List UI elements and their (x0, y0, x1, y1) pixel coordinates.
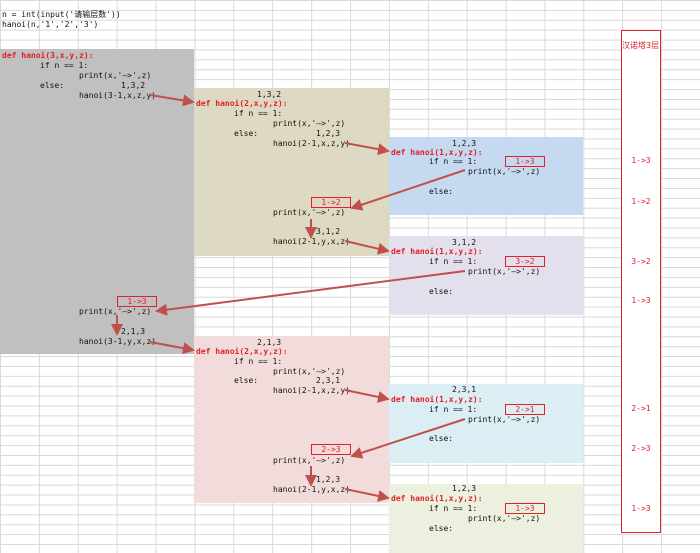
leaf4-def: def hanoi(1,x,y,z): (391, 494, 483, 503)
level3-print: print(x,'—>',z) (79, 71, 152, 80)
tan-else: else: (234, 129, 259, 138)
leaf3-if: if n == 1: (429, 405, 478, 414)
pink-else: else: (234, 376, 259, 385)
leaf4-else: else: (429, 524, 454, 533)
level3-print-mid: print(x,'—>',z) (79, 307, 152, 316)
tan-print: print(x,'—>',z) (273, 119, 346, 128)
code-line-input: n = int(input('请输层数')) (2, 10, 121, 19)
pink-call2: hanoi(2-1,y,x,z) (273, 485, 351, 494)
tan-call2: hanoi(2-1,y,x,z) (273, 237, 351, 246)
leaf2-move-badge: 3->2 (505, 256, 545, 267)
leaf4-if: if n == 1: (429, 504, 478, 513)
level3-call2: hanoi(3-1,y,x,z) (79, 337, 157, 346)
leaf2-args-in: 3,1,2 (452, 238, 477, 247)
leaf3-def: def hanoi(1,x,y,z): (391, 395, 483, 404)
tan-args1: 1,2,3 (316, 129, 341, 138)
pink-def: def hanoi(2,x,y,z): (196, 347, 288, 356)
pink-block (194, 336, 389, 503)
leaf4-print: print(x,'—>',z) (468, 514, 541, 523)
leaf1-print: print(x,'—>',z) (468, 167, 541, 176)
leaf1-move-badge: 1->3 (505, 156, 545, 167)
pink-move-badge: 2->3 (311, 444, 351, 455)
tan-call1: hanoi(2-1,x,z,y) (273, 139, 351, 148)
leaf4-move-badge: 1->3 (505, 503, 545, 514)
leaf1-if: if n == 1: (429, 157, 478, 166)
summary-move-3: 3->2 (631, 257, 651, 266)
pink-call1: hanoi(2-1,x,z,y) (273, 386, 351, 395)
leaf2-def: def hanoi(1,x,y,z): (391, 247, 483, 256)
pink-if: if n == 1: (234, 357, 283, 366)
leaf2-else: else: (429, 287, 454, 296)
leaf3-args-in: 2,3,1 (452, 385, 477, 394)
summary-move-2: 1->2 (631, 197, 651, 206)
leaf2-if: if n == 1: (429, 257, 478, 266)
summary-move-7: 1->3 (631, 504, 651, 513)
pink-args-in: 2,1,3 (257, 338, 282, 347)
tan-block (194, 88, 389, 256)
level3-def: def hanoi(3,x,y,z): (2, 51, 94, 60)
leaf3-print: print(x,'—>',z) (468, 415, 541, 424)
tan-print-mid: print(x,'—>',z) (273, 208, 346, 217)
leaf3-move-badge: 2->1 (505, 404, 545, 415)
summary-move-1: 1->3 (631, 156, 651, 165)
leaf1-def: def hanoi(1,x,y,z): (391, 148, 483, 157)
leaf1-else: else: (429, 187, 454, 196)
level3-args2: 2,1,3 (121, 327, 146, 336)
leaf4-args-in: 1,2,3 (452, 484, 477, 493)
level3-call1: hanoi(3-1,x,z,y) (79, 91, 157, 100)
leaf2-print: print(x,'—>',z) (468, 267, 541, 276)
leaf1-args-in: 1,2,3 (452, 139, 477, 148)
code-line-call: hanoi(n,'1','2','3') (2, 20, 99, 29)
pink-print-mid: print(x,'—>',z) (273, 456, 346, 465)
summary-move-5: 2->1 (631, 404, 651, 413)
tan-args-in: 1,3,2 (257, 90, 282, 99)
level3-if: if n == 1: (40, 61, 89, 70)
tan-args2: 3,1,2 (316, 227, 341, 236)
leaf-block-4 (389, 484, 583, 553)
tan-move-badge: 1->2 (311, 197, 351, 208)
summary-move-6: 2->3 (631, 444, 651, 453)
level3-move-badge: 1->3 (117, 296, 157, 307)
tan-if: if n == 1: (234, 109, 283, 118)
pink-args2: 1,2,3 (316, 475, 341, 484)
moves-summary-title: 汉诺塔3层 (622, 41, 660, 50)
level3-args1: 1,3,2 (121, 81, 146, 90)
tan-def: def hanoi(2,x,y,z): (196, 99, 288, 108)
moves-summary-panel (621, 30, 661, 533)
pink-print: print(x,'—>',z) (273, 367, 346, 376)
leaf3-else: else: (429, 434, 454, 443)
level3-else: else: (40, 81, 65, 90)
summary-move-4: 1->3 (631, 296, 651, 305)
pink-args1: 2,3,1 (316, 376, 341, 385)
